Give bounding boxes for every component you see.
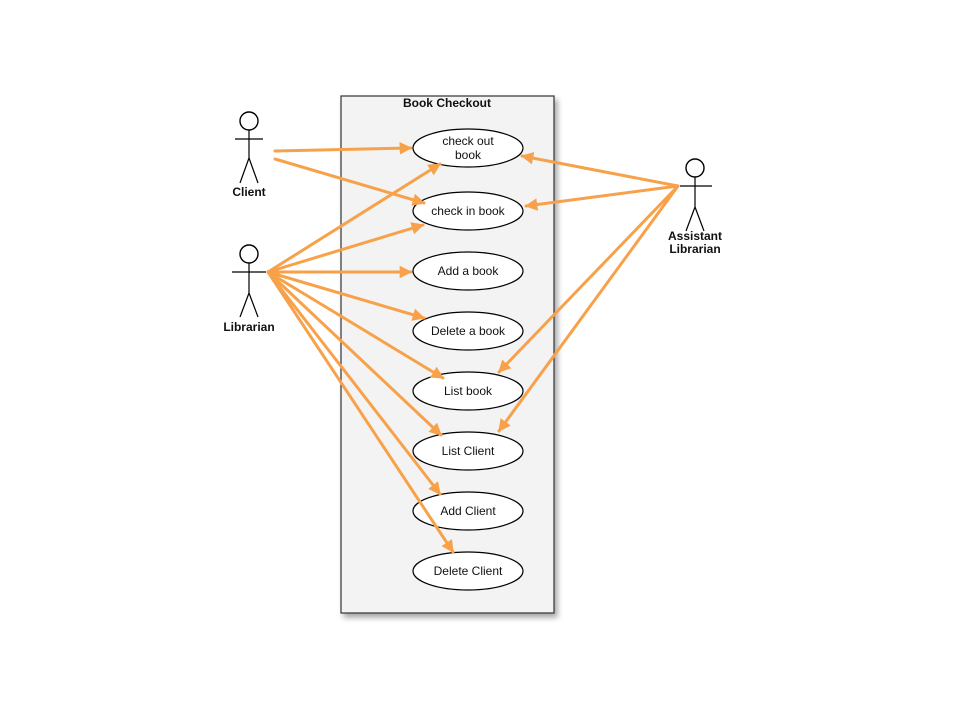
association-arrow	[266, 270, 455, 554]
stick-figure-icon	[232, 244, 266, 318]
system-boundary-box	[340, 95, 555, 614]
use-case-ellipse	[412, 191, 524, 231]
use-case-ellipse	[412, 431, 524, 471]
use-case-label: Add a book	[438, 264, 500, 278]
association-arrow	[273, 141, 413, 155]
association-arrow	[497, 184, 680, 374]
use-case-label: Delete Client	[434, 564, 503, 578]
label-line: Delete a book	[431, 324, 506, 338]
label-line: Librarian	[669, 242, 720, 256]
association-arrow	[266, 270, 445, 380]
use-case-label: List Client	[442, 444, 495, 458]
association-arrow	[497, 184, 680, 433]
actor-librarian[interactable]: Librarian	[223, 244, 275, 334]
system-boundary: Book Checkout	[340, 95, 555, 614]
association-arrow	[266, 270, 442, 496]
use-case-label: Delete a book	[431, 324, 506, 338]
use-case-ellipse	[412, 491, 524, 531]
association-arrow	[266, 270, 426, 321]
association-arrow	[524, 184, 680, 211]
label-line: book	[455, 148, 482, 162]
use-case-ellipse	[412, 371, 524, 411]
association-arrow	[266, 162, 442, 274]
actor-label: Client	[232, 185, 265, 199]
use-case-list-client[interactable]: List Client	[412, 431, 524, 471]
actor-client[interactable]: Client	[232, 111, 266, 199]
label-line: Assistant	[668, 229, 722, 243]
label-line: Librarian	[223, 320, 274, 334]
label-line: Client	[232, 185, 265, 199]
use-case-ellipse	[412, 128, 524, 168]
label-line: Delete Client	[434, 564, 503, 578]
use-case-delete-a-book[interactable]: Delete a book	[412, 311, 524, 351]
use-case-add-a-book[interactable]: Add a book	[412, 251, 524, 291]
associations	[266, 141, 680, 554]
actor-label: Librarian	[223, 320, 274, 334]
use-case-ellipse	[412, 251, 524, 291]
stick-figure-icon	[680, 158, 712, 232]
label-line: check out	[442, 134, 494, 148]
use-case-ellipse	[412, 551, 524, 591]
label-line: Add a book	[438, 264, 500, 278]
label-line: check in book	[431, 204, 505, 218]
label-line: Add Client	[440, 504, 496, 518]
use-case-ellipse	[412, 311, 524, 351]
use-case-delete-client[interactable]: Delete Client	[412, 551, 524, 591]
stick-figure-icon	[235, 111, 263, 184]
association-arrow	[266, 222, 425, 274]
association-arrow	[520, 151, 680, 188]
use-case-label: check in book	[431, 204, 505, 218]
association-arrow	[273, 157, 426, 206]
use-case-list-book[interactable]: List book	[412, 371, 524, 411]
label-line: List book	[444, 384, 493, 398]
use-case-label: Add Client	[440, 504, 496, 518]
use-case-check-in-book[interactable]: check in book	[412, 191, 524, 231]
use-case-label: List book	[444, 384, 493, 398]
use-case-add-client[interactable]: Add Client	[412, 491, 524, 531]
label-line: List Client	[442, 444, 495, 458]
association-arrow	[266, 270, 443, 437]
system-boundary-title: Book Checkout	[403, 96, 491, 110]
